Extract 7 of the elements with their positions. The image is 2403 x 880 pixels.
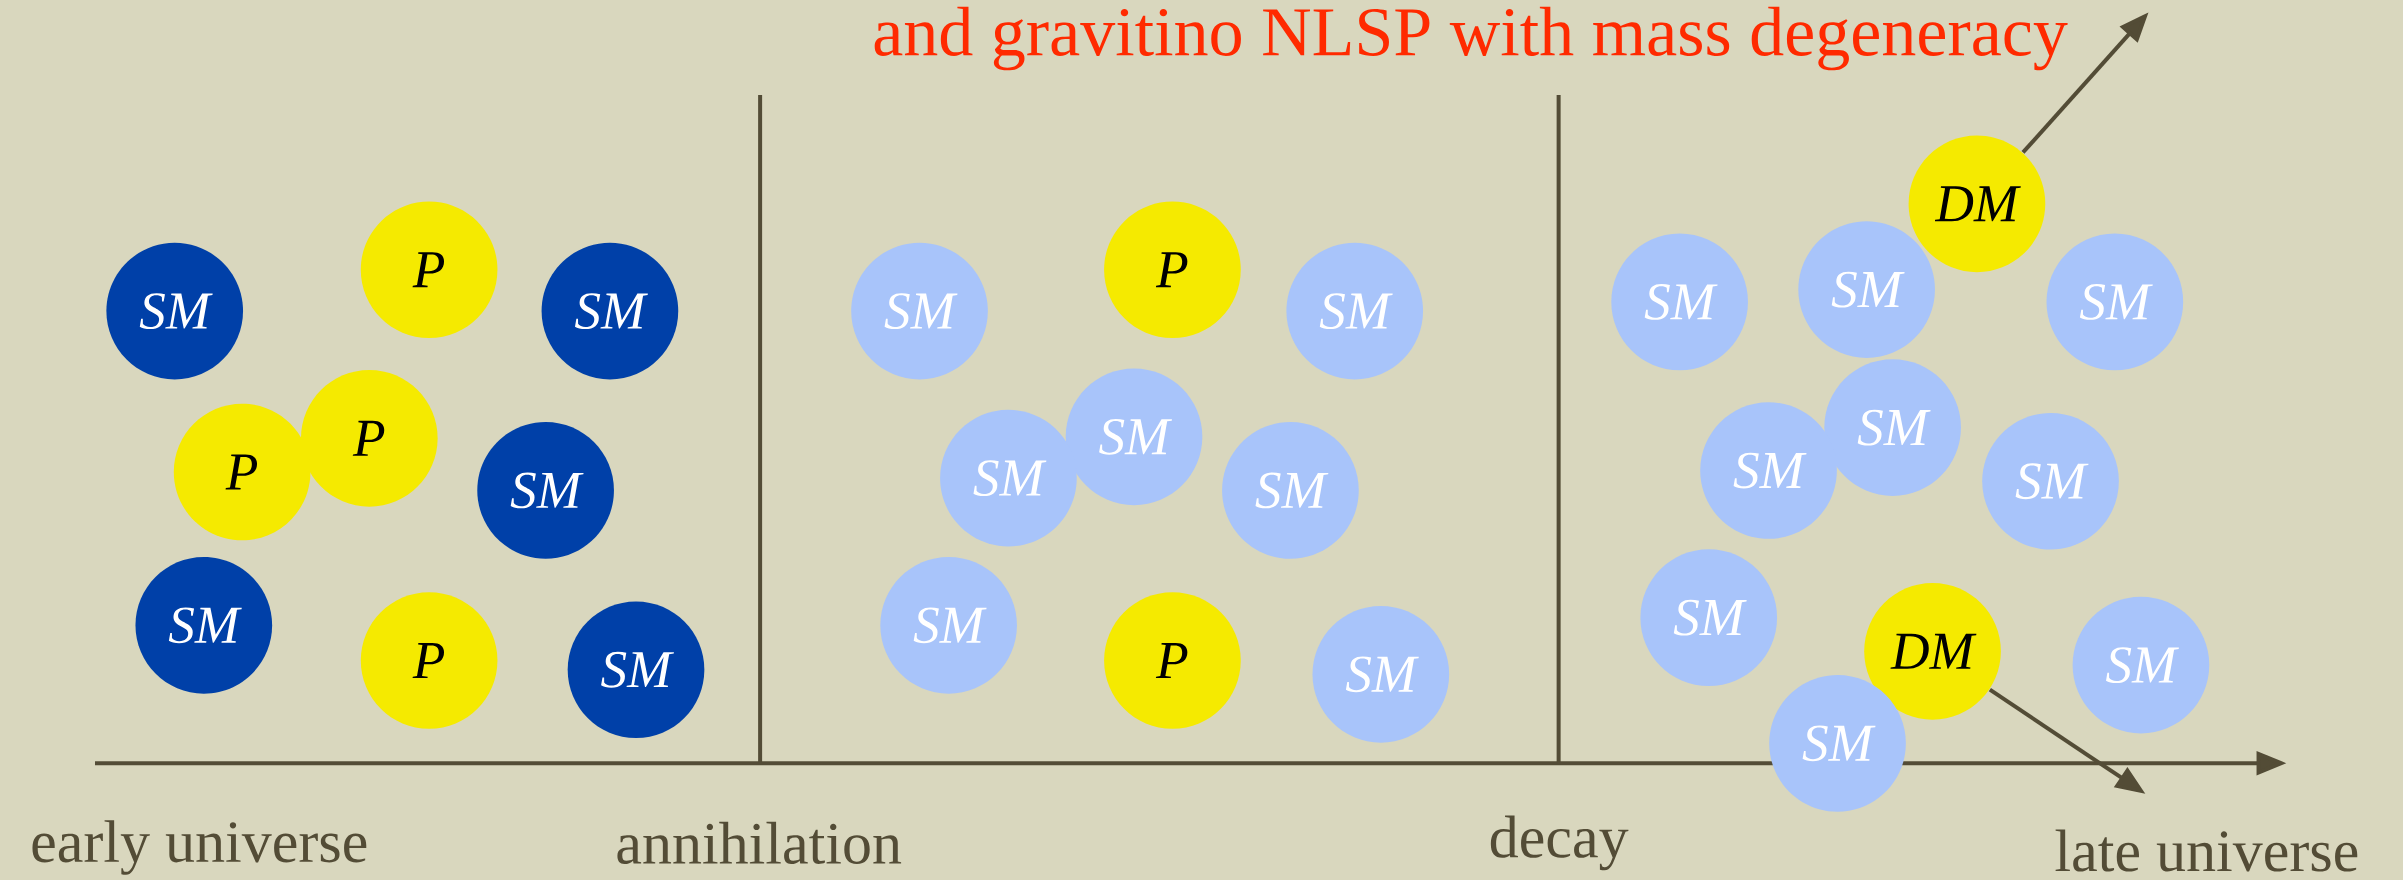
axis-label: decay	[1490, 815, 1629, 871]
node-label: P	[225, 454, 258, 490]
title: and gravitino NLSP with mass degeneracy	[874, 6, 2068, 71]
axis-label: annihilation	[617, 821, 902, 865]
axis-label: early universe	[32, 820, 367, 875]
axis-label: late universe	[2055, 829, 2358, 872]
node-label: P	[352, 420, 385, 456]
